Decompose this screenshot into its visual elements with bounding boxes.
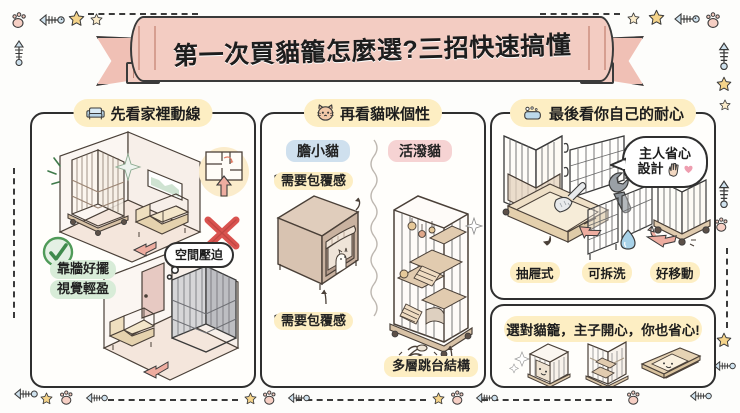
paw-print-icon [715,217,728,232]
smiling-tall-cage-icon [585,340,629,386]
hand-wave-icon [668,162,679,177]
movable-cage-icon [653,179,711,247]
good-point-2: 視覺輕盈 [50,280,117,299]
summary-illustrations [508,340,702,386]
panel-3-title-pill: 最後看你自己的耐心 [509,99,697,127]
panel-owner-convenience: 最後看你自己的耐心 [490,99,716,300]
column-heading-shy-cat: 膽小貓 [286,140,350,163]
fish-bone-icon [475,392,498,404]
smiling-litter-tray-icon [640,347,702,379]
star-icon [90,13,103,26]
star-icon [716,332,732,347]
feature-label-drawer: 抽屜式 [510,262,560,283]
shy-cat-tag-bottom-label: 需要包覆感 [274,311,354,331]
fish-bone-icon [13,40,25,66]
panel-1-title-pill: 先看家裡動線 [73,99,213,127]
border-dash-left [13,168,15,318]
border-dash-bottom-2 [296,399,426,401]
panel-1-title: 先看家裡動線 [110,105,201,123]
feature-label-movable: 好移動 [650,262,700,283]
fish-bone-icon [718,180,730,208]
panel-2-title-pill: 再看貓咪個性 [303,99,443,127]
covered-cat-house [276,195,361,305]
panel-summary: 選對貓籠，主子開心，你也省心! [490,304,716,388]
fish-bone-icon [85,392,108,404]
panel-home-layout: 先看家裡動線 [30,99,256,388]
panel-2-title: 再看貓咪個性 [339,105,431,123]
smiling-cage-icon [527,343,571,386]
fish-bone-icon [718,42,730,70]
thought-bubble-pressure: 空間壓迫 [164,242,235,269]
water-drop-icon [620,229,636,250]
star-icon [68,10,85,26]
shy-cat-tag-bottom: 需要包覆感 [274,311,354,331]
slim-wire-cage [67,149,129,237]
paw-print-icon [627,390,640,405]
feature-label-washable: 可拆洗 [582,262,632,283]
fish-bone-icon [713,360,736,372]
title-ribbon: 第一次買貓籠怎麼選?三招快速搞懂 [96,14,644,86]
check-circle-icon [42,236,74,268]
room-bad [102,216,240,381]
cat-in-house [335,247,348,275]
cat-face-icon [317,104,334,121]
paw-print-icon [60,390,73,405]
ribbon-band: 第一次買貓籠怎麼選?三招快速搞懂 [130,16,614,82]
star-icon [627,12,640,25]
fish-bone-icon [674,12,700,26]
panel-2-illustration [276,139,484,372]
star-icon [716,76,732,91]
panel-1-illustration [42,131,249,381]
cage-with-open-door [502,134,633,244]
litter-scoop-icon [554,181,587,213]
fish-bone-icon [287,392,310,404]
floorplan-icon [199,147,249,197]
star-icon [40,392,53,405]
column-heading-active-cat: 活潑貓 [388,140,452,163]
detachable-panels-icon [587,183,653,260]
page-title: 第一次買貓籠怎麼選?三招快速搞懂 [172,31,572,71]
cross-icon [204,216,240,250]
fish-bone-icon [13,388,38,400]
thought-bubble-text: 空間壓迫 [175,248,224,262]
shy-cat-tag-top: 需要包覆感 [274,171,354,191]
star-icon [432,392,445,405]
heart-icon [683,165,693,174]
speech-bubble-owner-design: 主人省心 設計 [622,136,708,188]
speech-bubble-line-1: 主人省心 [638,146,691,162]
sofa-icon [86,107,105,119]
fish-bone-icon [39,13,65,27]
panel-cat-personality: 再看貓咪個性 膽小貓 活潑貓 [260,99,486,388]
speech-bubble-tail [610,157,626,172]
paw-print-icon [12,12,26,28]
room-good [47,131,202,263]
border-dash-right [726,248,728,328]
paw-print-icon [263,390,276,405]
summary-banner-text: 選對貓籠，主子開心，你也省心! [506,323,700,338]
panel-3-illustration [502,134,711,260]
star-icon [244,392,257,405]
thought-bubble-tail [166,266,179,280]
border-dash-bottom-1 [108,399,238,401]
border-dash-bottom-3 [482,399,612,401]
paw-print-icon [706,12,720,28]
shy-cat-tag-top-label: 需要包覆感 [274,171,354,191]
sofa-bad [108,307,156,350]
star-icon [648,9,665,25]
fish-bone-icon [689,390,712,402]
good-point-1: 靠牆好擺 [50,260,117,279]
summary-banner: 選對貓籠，主子開心，你也省心! [504,316,702,342]
sofa-good [134,193,190,237]
star-icon [719,99,731,111]
soap-icon [524,105,541,120]
speech-bubble-line-2: 設計 [637,161,664,176]
bulky-dark-cage [171,264,237,353]
panel-3-title: 最後看你自己的耐心 [548,105,685,123]
paw-print-icon [451,390,464,405]
tall-multilevel-cage [389,195,484,358]
active-cat-tag-label: 多層跳台結構 [384,356,479,377]
